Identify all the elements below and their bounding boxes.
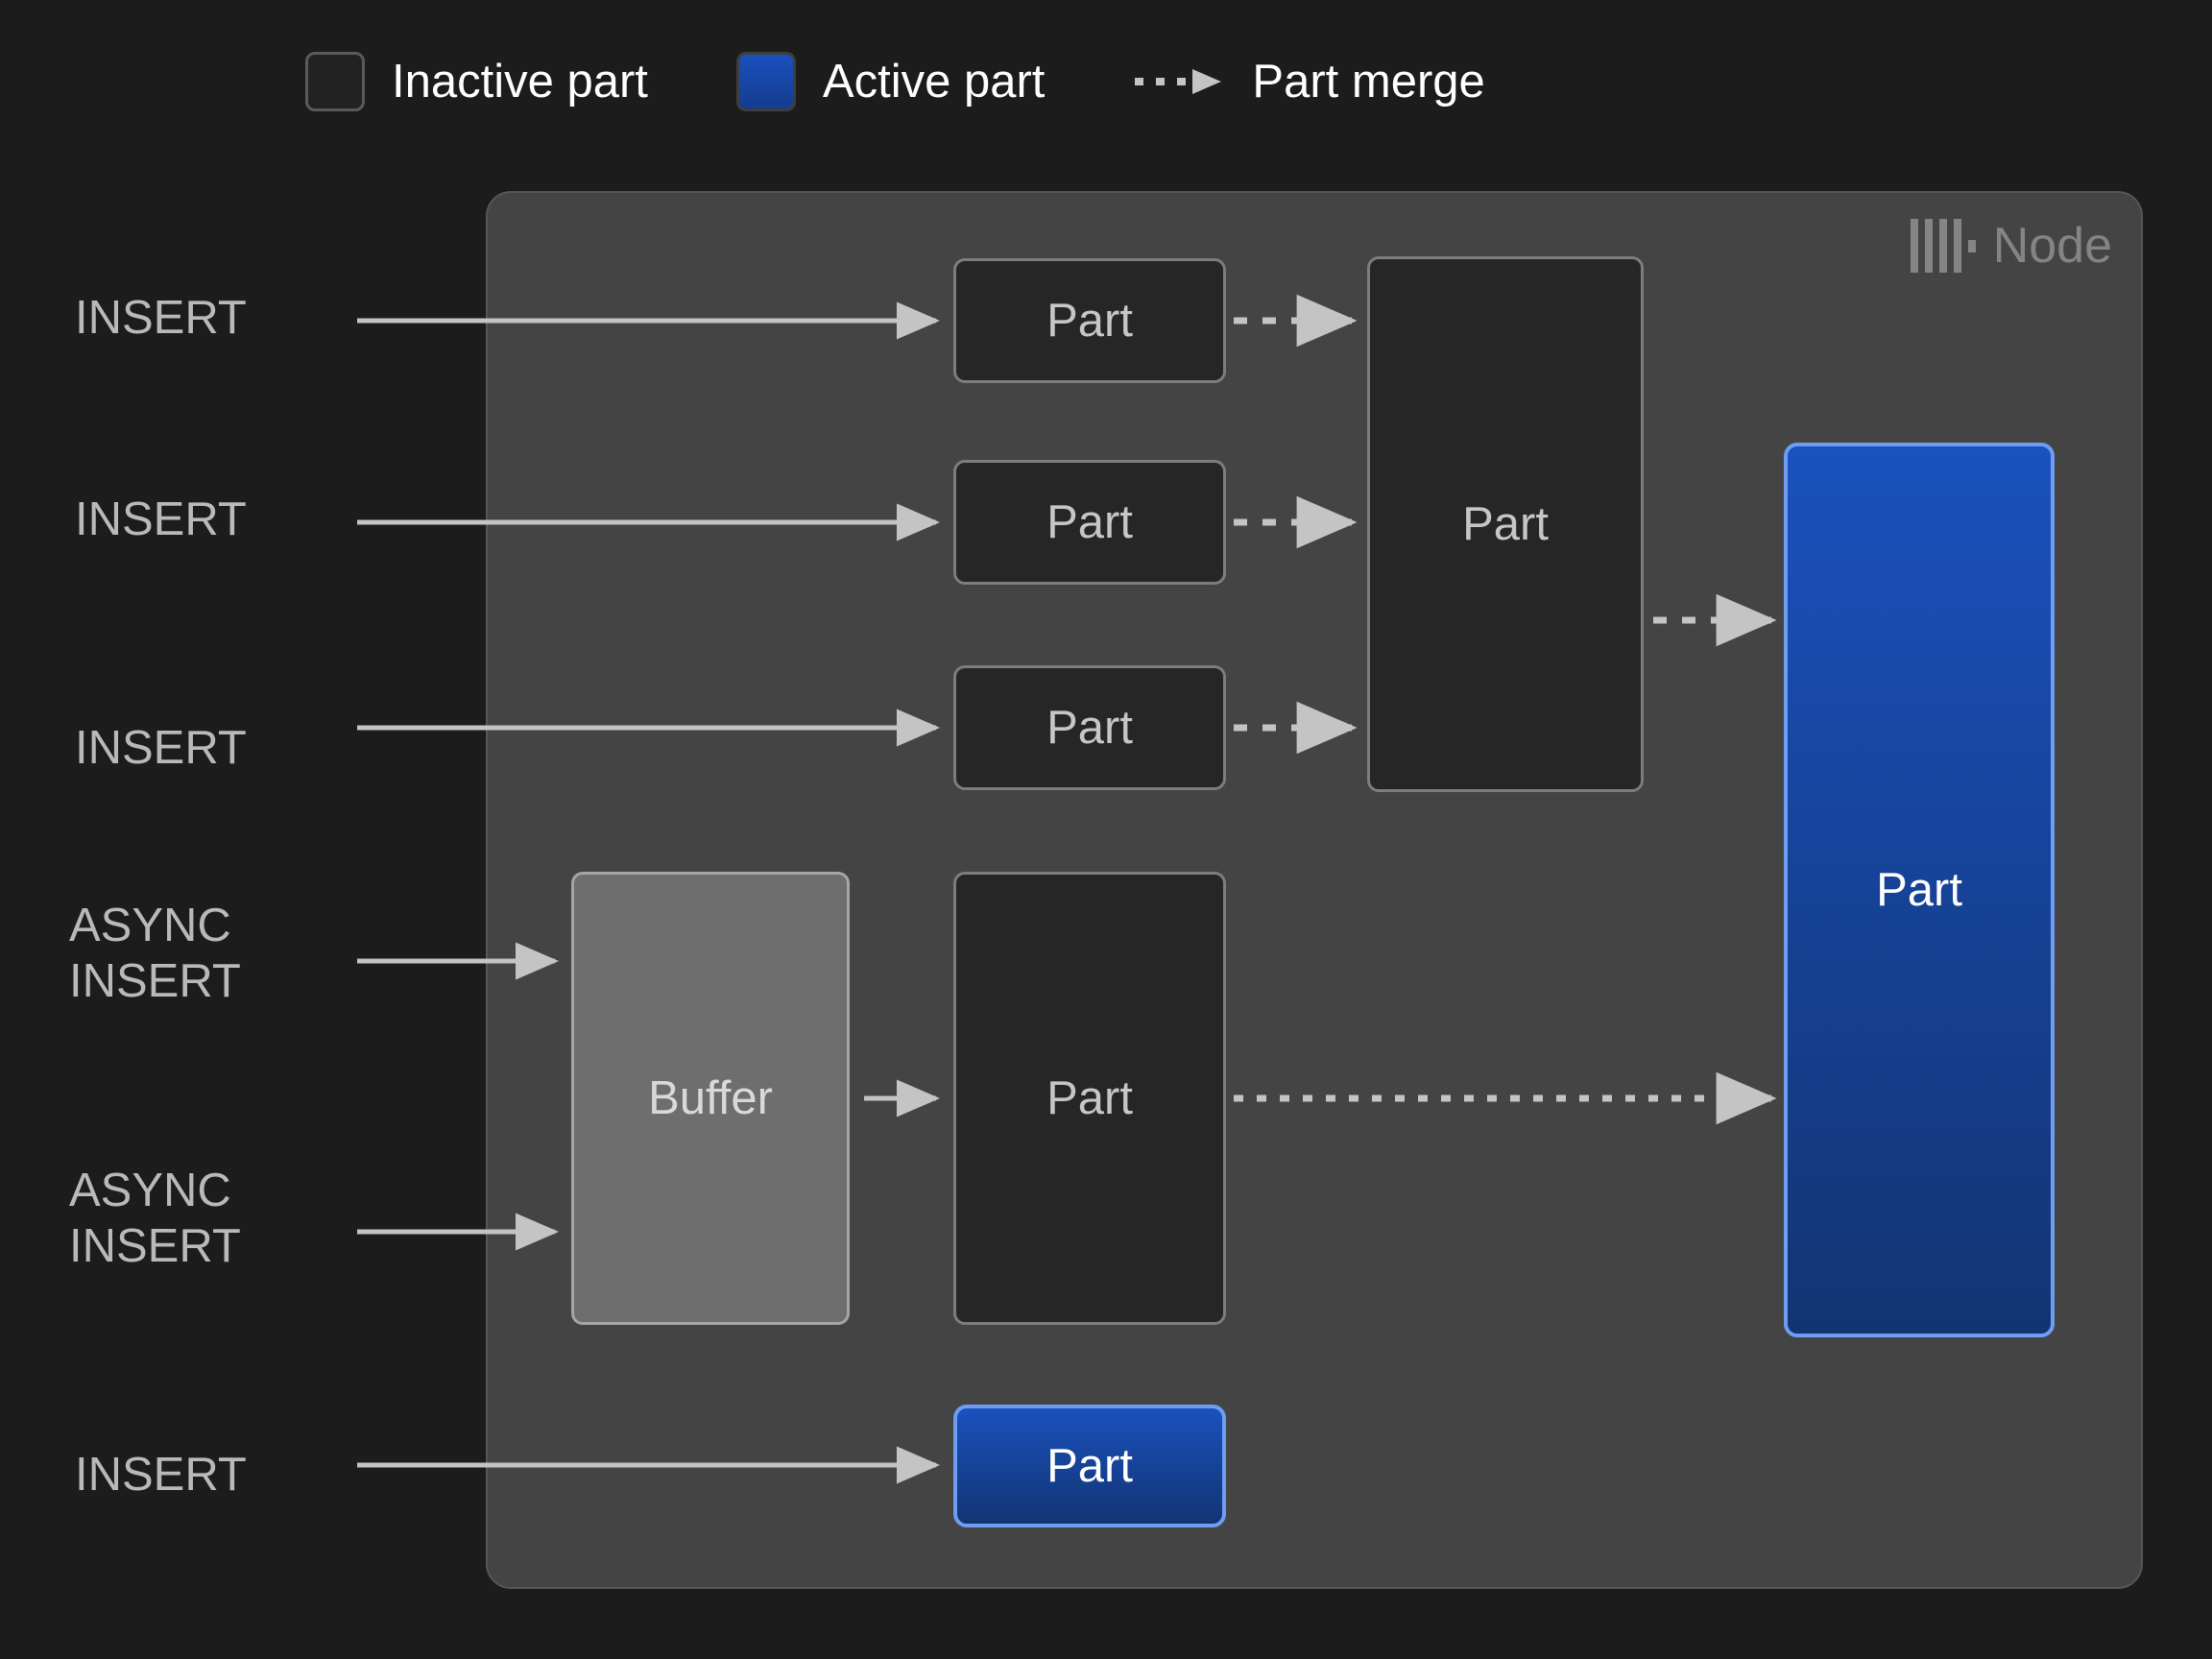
inactive-part-swatch-icon <box>305 52 365 111</box>
part-box-merged[interactable]: Part <box>1367 256 1644 792</box>
source-label-insert-3: INSERT <box>75 722 247 774</box>
part-box-final[interactable]: Part <box>1784 443 2055 1337</box>
source-label-async-insert-1: ASYNC INSERT <box>69 900 241 1007</box>
legend-item-part-merge: Part merge <box>1133 38 1485 125</box>
part-box-1[interactable]: Part <box>953 258 1226 383</box>
legend-label-inactive-part: Inactive part <box>392 55 648 108</box>
node-tag: Node <box>1910 212 2112 279</box>
legend-item-inactive-part: Inactive part <box>305 38 648 125</box>
dashed-arrow-icon <box>1133 67 1225 96</box>
part-box-inserted[interactable]: Part <box>953 1405 1226 1527</box>
legend-label-part-merge: Part merge <box>1252 55 1485 108</box>
source-label-insert-1: INSERT <box>75 292 247 344</box>
legend-item-active-part: Active part <box>735 38 1046 125</box>
legend: Inactive part Active part Part merge <box>0 38 2212 125</box>
source-label-insert-2: INSERT <box>75 493 247 545</box>
source-label-async-insert-2: ASYNC INSERT <box>69 1165 241 1272</box>
part-box-2[interactable]: Part <box>953 460 1226 585</box>
part-box-async[interactable]: Part <box>953 872 1226 1325</box>
active-part-swatch-icon <box>735 52 796 111</box>
part-box-3[interactable]: Part <box>953 665 1226 790</box>
source-label-insert-4: INSERT <box>75 1449 247 1501</box>
node-label: Node <box>1992 218 2112 274</box>
buffer-box[interactable]: Buffer <box>571 872 850 1325</box>
legend-label-active-part: Active part <box>822 55 1046 108</box>
clickhouse-logo-icon <box>1910 219 1976 273</box>
